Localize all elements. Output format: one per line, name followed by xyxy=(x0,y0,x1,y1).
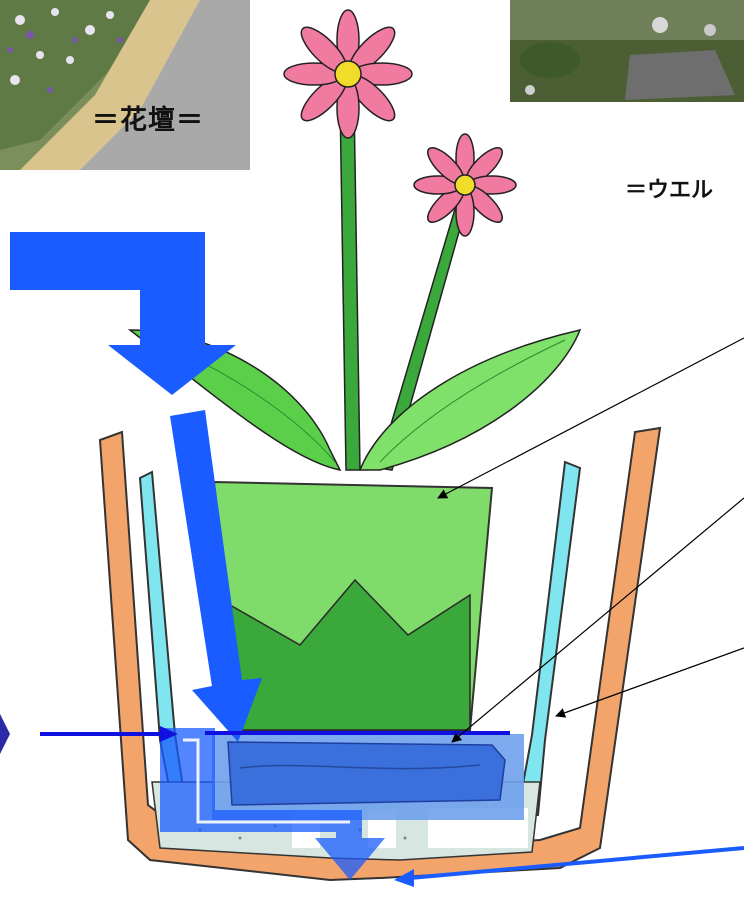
flower-bed-illustration xyxy=(0,0,250,170)
flower-bed-photo xyxy=(0,0,250,170)
leader-inner-pot xyxy=(437,337,744,499)
leader-reservoir xyxy=(451,497,744,743)
flow-arrow-top xyxy=(10,232,236,395)
well-caption: ＝ウエル xyxy=(625,178,714,203)
well-illustration xyxy=(510,0,744,102)
inner-pot xyxy=(212,480,494,731)
flow-arrow-diagonal xyxy=(170,410,262,742)
leader-lines xyxy=(437,337,744,743)
flower-bed-caption: ＝花壇＝ xyxy=(92,105,204,136)
flow-arrow-bottom xyxy=(160,728,385,880)
bottom-pointer-arrow xyxy=(394,846,744,887)
water-reservoir xyxy=(212,734,524,820)
flower-large xyxy=(283,9,413,139)
flower-small xyxy=(413,133,517,237)
well-photo xyxy=(510,0,744,102)
leader-outer-pot xyxy=(555,647,744,718)
